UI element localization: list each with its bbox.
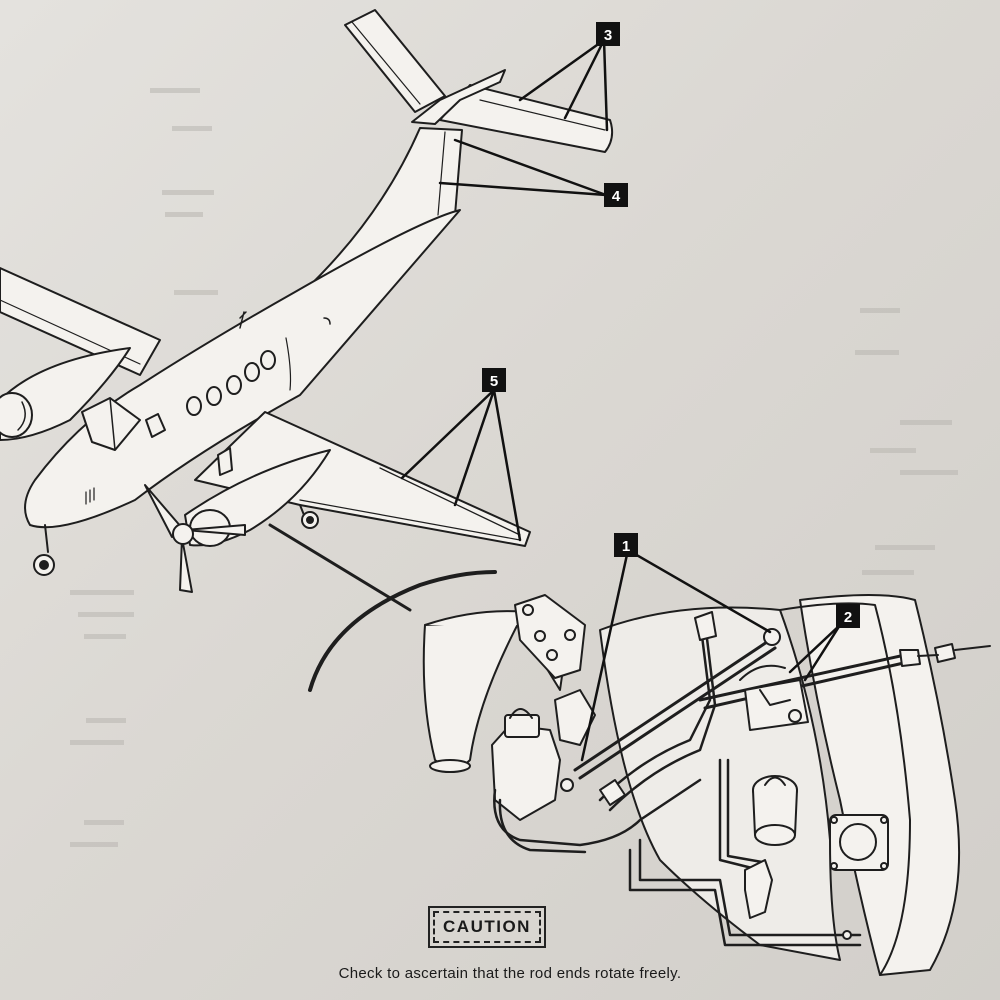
- right-horizontal-stabilizer: [439, 84, 614, 153]
- rod-end-upper: [763, 628, 781, 646]
- svg-text:2: 2: [844, 609, 852, 626]
- engine-detail-drawing: [268, 523, 991, 976]
- callout-leader-lines: [400, 38, 842, 762]
- fuel-control-unit: [491, 724, 561, 821]
- rod-end-lower: [560, 778, 574, 792]
- left-horizontal-stabilizer: [344, 9, 446, 113]
- main-landing-gear: [299, 504, 319, 529]
- caution-label: CAUTION: [443, 917, 531, 936]
- svg-text:5: 5: [490, 373, 498, 390]
- right-wing: [194, 411, 531, 547]
- callout-2: 2: [836, 604, 860, 628]
- callout-1: 1: [614, 533, 638, 557]
- left-wing: [0, 267, 161, 376]
- mounting-block: [514, 594, 586, 679]
- detail-bracket: [308, 570, 497, 692]
- caution-text: Check to ascertain that the rod ends rot…: [338, 965, 682, 982]
- callout-4: 4: [604, 183, 628, 207]
- caution-box: CAUTION: [428, 906, 546, 948]
- aircraft-drawing: [0, 9, 614, 593]
- cabin-windows: [186, 350, 276, 416]
- callout-3: 3: [596, 22, 620, 46]
- svg-text:3: 3: [604, 27, 612, 44]
- callout-5: 5: [482, 368, 506, 392]
- fuselage: [24, 209, 461, 529]
- bleed-through-text: [70, 88, 958, 847]
- engine-case: [799, 594, 961, 976]
- svg-text:1: 1: [622, 538, 630, 555]
- svg-text:4: 4: [612, 188, 621, 205]
- control-rods: [573, 638, 910, 780]
- nose-landing-gear: [33, 524, 55, 576]
